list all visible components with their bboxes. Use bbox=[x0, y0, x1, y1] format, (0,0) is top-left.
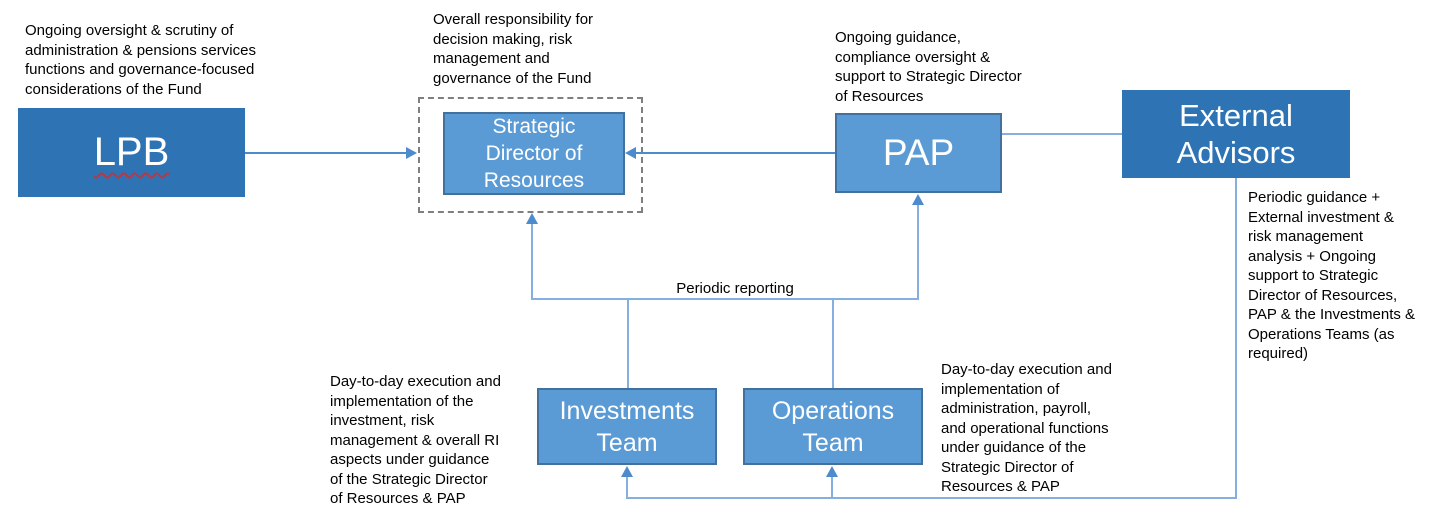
arrowhead-bottom-operations bbox=[826, 466, 838, 477]
line-ea-down bbox=[1235, 178, 1237, 499]
line-investments-to-reporting bbox=[627, 300, 629, 388]
box-investments-team: Investments Team bbox=[537, 388, 717, 465]
box-lpb: LPB bbox=[18, 108, 245, 197]
line-bottom-up-investments bbox=[626, 477, 628, 499]
arrowhead-bottom-investments bbox=[621, 466, 633, 477]
box-operations-team-label: Operations Team bbox=[771, 396, 895, 457]
connector-ea-to-pap bbox=[1002, 133, 1122, 135]
line-operations-to-reporting bbox=[832, 300, 834, 388]
box-strategic-director-label: Strategic Director of Resources bbox=[483, 115, 585, 192]
line-reporting-up-pap bbox=[917, 205, 919, 300]
line-bottom-horizontal bbox=[626, 497, 1237, 499]
arrowhead-reporting-sdr bbox=[526, 213, 538, 224]
line-reporting-horizontal bbox=[531, 298, 919, 300]
box-external-advisors-label: External Advisors bbox=[1176, 98, 1296, 170]
note-pap: Ongoing guidance, compliance oversight &… bbox=[835, 29, 1022, 105]
box-external-advisors: External Advisors bbox=[1122, 90, 1350, 178]
note-lpb: Ongoing oversight & scrutiny of administ… bbox=[25, 22, 256, 98]
note-investments-team: Day-to-day execution and implementation … bbox=[330, 373, 501, 507]
box-pap: PAP bbox=[835, 113, 1002, 193]
arrowhead-lpb-to-sdr bbox=[406, 147, 417, 159]
box-strategic-director: Strategic Director of Resources bbox=[443, 112, 625, 195]
note-external-advisors: Periodic guidance + External investment … bbox=[1248, 189, 1416, 362]
line-reporting-up-sdr bbox=[531, 224, 533, 300]
note-operations-team: Day-to-day execution and implementation … bbox=[941, 361, 1112, 495]
box-operations-team: Operations Team bbox=[743, 388, 923, 465]
dashed-frame-strategic-director bbox=[418, 97, 643, 213]
box-pap-label: PAP bbox=[882, 132, 955, 173]
line-bottom-up-operations bbox=[831, 477, 833, 499]
arrowhead-reporting-pap bbox=[912, 194, 924, 205]
note-strategic-director: Overall responsibility for decision maki… bbox=[433, 11, 594, 87]
connector-pap-to-sdr bbox=[636, 152, 835, 154]
box-investments-team-label: Investments Team bbox=[559, 396, 695, 457]
box-lpb-label: LPB bbox=[93, 130, 170, 174]
arrowhead-pap-to-sdr bbox=[625, 147, 636, 159]
label-periodic-reporting: Periodic reporting bbox=[676, 280, 794, 297]
connector-lpb-to-sdr bbox=[245, 152, 407, 154]
